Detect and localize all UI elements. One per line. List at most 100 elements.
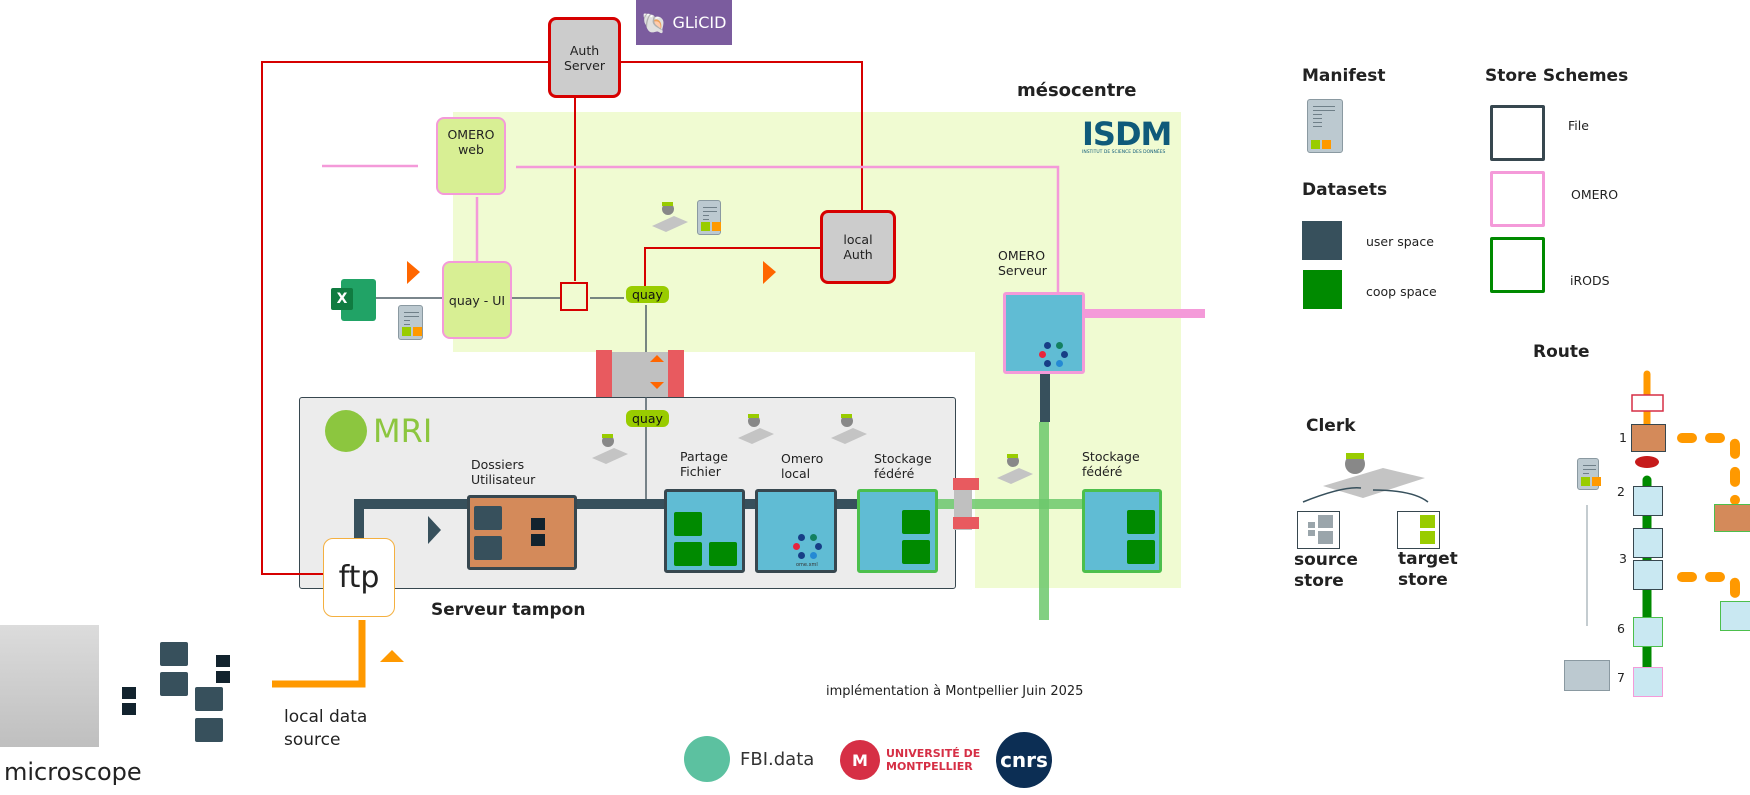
mesocentre-title: mésocentre [1017, 80, 1137, 101]
route-step-3-label: 3 [1619, 551, 1627, 566]
glicid-logo: 🐚 GLiCID [636, 0, 732, 45]
route-step-7-store [1633, 667, 1663, 697]
omero-lines [322, 164, 1060, 292]
right-arrow-icon [763, 261, 776, 284]
cnrs-logo: cnrs [996, 732, 1052, 788]
auth-line-left [261, 61, 548, 575]
legend-source-store-label: source store [1294, 550, 1358, 591]
route-step-3a-store [1633, 528, 1663, 558]
firewall-brick-icon [596, 350, 612, 397]
omero-web[interactable]: OMERO web [436, 117, 506, 195]
microscope-label: microscope [4, 758, 142, 786]
legend-target-store-label: target store [1398, 549, 1458, 590]
microscope-photo [0, 625, 99, 747]
clerk-icon [650, 200, 690, 232]
auth-server[interactable]: Auth Server [548, 17, 621, 98]
ftp-server[interactable]: ftp [323, 538, 395, 617]
legend-datasets-title: Datasets [1302, 180, 1388, 200]
local-data-line [272, 620, 366, 688]
footer-text: implémentation à Montpellier Juin 2025 [826, 684, 1084, 699]
legend-route-title: Route [1533, 342, 1590, 362]
isdm-logo: ISDM INSTITUT DE SCIENCE DES DONNÉES [1082, 115, 1172, 155]
manifest-icon [398, 305, 423, 340]
legend-clerk-title: Clerk [1306, 416, 1356, 436]
partage-label: Partage Fichier [680, 449, 728, 479]
route-branch-1-store [1714, 504, 1750, 532]
local-data-source-label: local data source [284, 707, 368, 750]
serveur-tampon-label: Serveur tampon [431, 600, 586, 620]
um-logo: M UNIVERSITÉ DE MONTPELLIER [840, 740, 980, 780]
route-step-2-label: 2 [1617, 484, 1625, 499]
route-step-3b-store [1633, 560, 1663, 590]
manifest-icon [697, 200, 721, 235]
route-step-1-store [1631, 424, 1666, 452]
quay-node-bottom[interactable]: quay [626, 410, 669, 427]
route-step-2-store [1633, 486, 1663, 516]
legend-user-space-label: user space [1366, 234, 1434, 249]
omero-serveur-label: OMERO Serveur [998, 248, 1047, 278]
omero-local-label: Omero local [781, 451, 824, 481]
quay-node-top[interactable]: quay [626, 286, 669, 303]
route-step-6-store [1633, 617, 1663, 647]
omero-local[interactable]: ome.xml [755, 489, 837, 573]
route-step-1-label: 1 [1619, 430, 1627, 445]
legend-coop-space-label: coop space [1366, 284, 1437, 299]
local-auth[interactable]: local Auth [820, 210, 896, 284]
microscope-logo-icon [325, 410, 367, 452]
legend-omero-swatch [1490, 171, 1545, 227]
up-arrow-icon [650, 355, 664, 362]
legend-file-label: File [1568, 118, 1589, 133]
legend-user-space-swatch [1302, 221, 1342, 260]
mri-logo: MRI [325, 410, 432, 452]
legend-omero-label: OMERO [1571, 187, 1619, 202]
legend-irods-swatch [1490, 237, 1545, 293]
clerk-icon [590, 432, 630, 464]
up-arrow-icon [380, 650, 404, 662]
shell-icon: 🐚 [641, 10, 667, 35]
clerk-icon [995, 452, 1035, 484]
route-branch-3-store [1720, 601, 1750, 631]
mri-zone [299, 397, 956, 589]
dossiers-label: Dossiers Utilisateur [471, 457, 536, 487]
legend-manifest-icon [1307, 99, 1343, 153]
stockage-federe-meso[interactable] [1082, 489, 1162, 573]
partage-fichier[interactable] [664, 489, 745, 573]
play-arrow-icon [428, 516, 441, 544]
right-arrow-icon [407, 261, 420, 284]
firewall-brick-icon [953, 517, 979, 529]
legend-clerk-icon [1302, 450, 1429, 503]
route-step-6-label: 6 [1617, 621, 1625, 636]
fbi-logo: FBI.data [684, 736, 814, 782]
firewall-brick-icon [668, 350, 684, 397]
auth-line-right [593, 61, 863, 210]
legend-file-swatch [1490, 105, 1545, 161]
local-auth-line [644, 247, 820, 288]
dataset-blocks [120, 642, 235, 742]
excel-icon: X [331, 279, 376, 321]
auth-gate [560, 282, 588, 311]
firewall-brick-icon [953, 478, 979, 490]
clerk-icon [736, 412, 776, 444]
dossiers-utilisateur[interactable] [467, 495, 577, 570]
route-report-icon [1564, 660, 1610, 691]
irods-pipe-vertical [1039, 422, 1049, 620]
legend-manifest-title: Manifest [1302, 66, 1386, 86]
legend-store-title: Store Schemes [1485, 66, 1629, 86]
quay-ui[interactable]: quay - UI [442, 261, 512, 339]
route-step-7-label: 7 [1617, 670, 1625, 685]
stockage-meso-label: Stockage fédéré [1082, 449, 1140, 479]
irods-pipe-horizontal [935, 499, 1085, 509]
legend-irods-label: iRODS [1570, 273, 1610, 288]
auth-lines [261, 61, 863, 575]
legend-coop-space-swatch [1303, 270, 1342, 309]
down-arrow-icon [650, 382, 664, 389]
legend-target-store-icon [1397, 511, 1440, 549]
omero-serveur[interactable] [1003, 292, 1085, 374]
legend-source-store-icon [1297, 511, 1340, 549]
omero-pipe [1083, 309, 1205, 318]
stockage-mri-label: Stockage fédéré [874, 451, 932, 481]
stockage-federe-mri[interactable] [857, 489, 938, 573]
clerk-icon [829, 412, 869, 444]
route-manifest-icon [1577, 458, 1601, 490]
